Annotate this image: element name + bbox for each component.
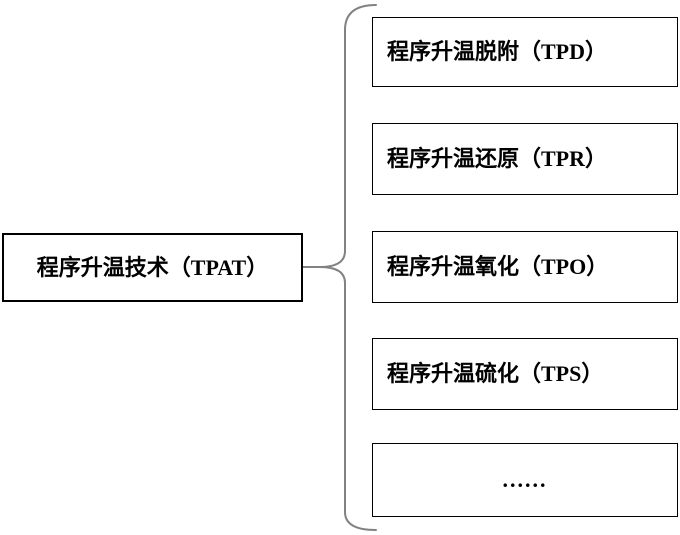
branch-box-label: 程序升温脱附（TPD） [387, 39, 608, 64]
curly-brace [319, 4, 377, 531]
root-box-label: 程序升温技术（TPAT） [36, 254, 269, 280]
branch-box-label: 程序升温还原（TPR） [387, 146, 608, 171]
branch-box-label: 程序升温氧化（TPO） [387, 254, 609, 279]
branch-box-tpr: 程序升温还原（TPR） [372, 123, 678, 195]
branch-box-ellipsis: ...... [372, 443, 678, 517]
branch-box-tpo: 程序升温氧化（TPO） [372, 231, 678, 303]
branch-box-label: ...... [502, 467, 548, 492]
root-box-tpat: 程序升温技术（TPAT） [2, 233, 303, 302]
branch-box-tps: 程序升温硫化（TPS） [372, 338, 678, 410]
branch-box-label: 程序升温硫化（TPS） [387, 361, 604, 386]
branch-box-tpd: 程序升温脱附（TPD） [372, 17, 678, 87]
